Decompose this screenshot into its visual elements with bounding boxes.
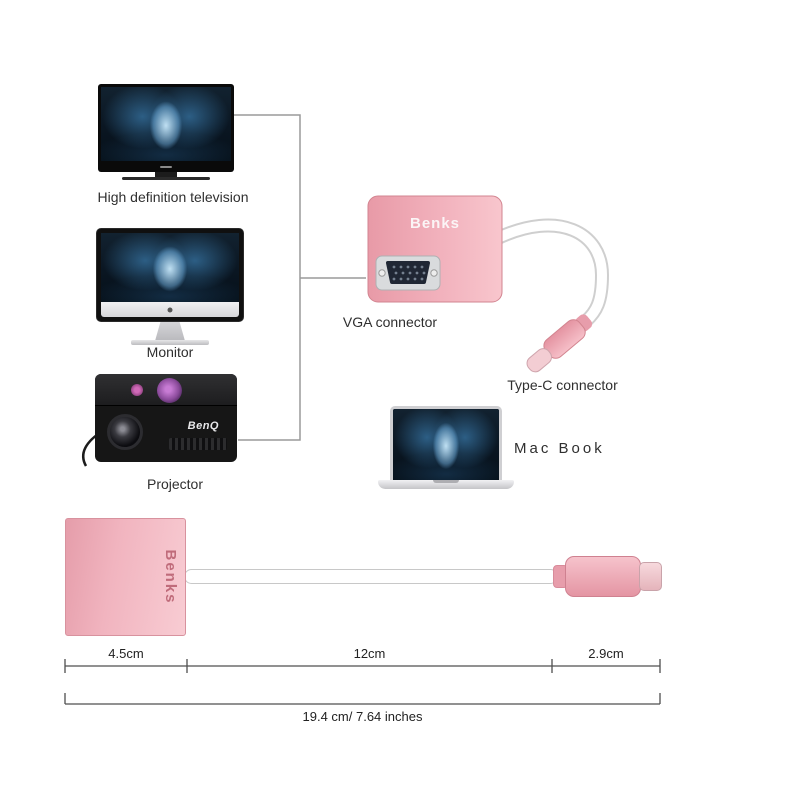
dimension-lines (64, 659, 661, 705)
monitor-stand (155, 322, 185, 341)
apple-logo-icon (167, 307, 173, 312)
projector-label: Projector (146, 476, 204, 492)
dimension-adapter-body: 4.5cm (108, 646, 144, 661)
angel-wallpaper (101, 233, 239, 302)
typec-connector-label: Type-C connector (507, 377, 618, 393)
angel-wallpaper (393, 409, 499, 480)
monitor-screen (101, 233, 239, 302)
macbook-notch (433, 480, 459, 483)
tv-stand-neck (155, 172, 177, 177)
product-typec-tip (639, 562, 662, 591)
vga-adapter-image: Benks (367, 195, 610, 373)
angel-wallpaper (101, 87, 231, 161)
product-typec-body (565, 556, 641, 597)
dimension-total: 19.4 cm/ 7.64 inches (302, 709, 423, 724)
monitor-label: Monitor (146, 344, 194, 360)
projector-vents (169, 438, 227, 450)
macbook-label: Mac Book (514, 440, 605, 457)
vga-port-socket (386, 261, 430, 284)
product-adapter-body: Benks (65, 518, 186, 636)
vga-port-pins (392, 265, 426, 281)
vga-port (375, 255, 441, 291)
projector-top-panel (95, 374, 237, 406)
projector-lens (107, 414, 143, 450)
product-brand: Benks (162, 549, 179, 605)
dimension-typec: 2.9cm (588, 646, 624, 661)
hdtv-image (98, 84, 234, 188)
monitor-base (131, 340, 209, 345)
product-cable (184, 569, 558, 584)
monitor-body (96, 228, 244, 322)
tv-screen (101, 87, 231, 161)
projector-brand: BenQ (187, 420, 219, 432)
typec-tip (526, 348, 553, 373)
tv-stand-base (122, 177, 210, 180)
adapter-brand: Benks (410, 215, 460, 232)
macbook-screen (390, 406, 502, 480)
vga-connector-label: VGA connector (342, 314, 438, 330)
macbook-base (378, 480, 514, 489)
vga-screw (430, 269, 438, 277)
monitor-chin (101, 302, 239, 317)
dimension-cable: 12cm (353, 646, 386, 661)
vga-screw (378, 269, 386, 277)
tv-label: High definition television (97, 189, 249, 205)
typec-connector-image (526, 314, 593, 373)
adapter-cable (493, 220, 608, 326)
projector-zoom-dial (131, 384, 143, 396)
tv-logo (160, 166, 172, 168)
monitor-image (96, 228, 244, 348)
projector-body: BenQ (95, 374, 237, 462)
projector-image: BenQ (95, 374, 237, 462)
tv-frame (98, 84, 234, 172)
macbook-image (378, 406, 514, 492)
projector-focus-ring (157, 378, 182, 403)
